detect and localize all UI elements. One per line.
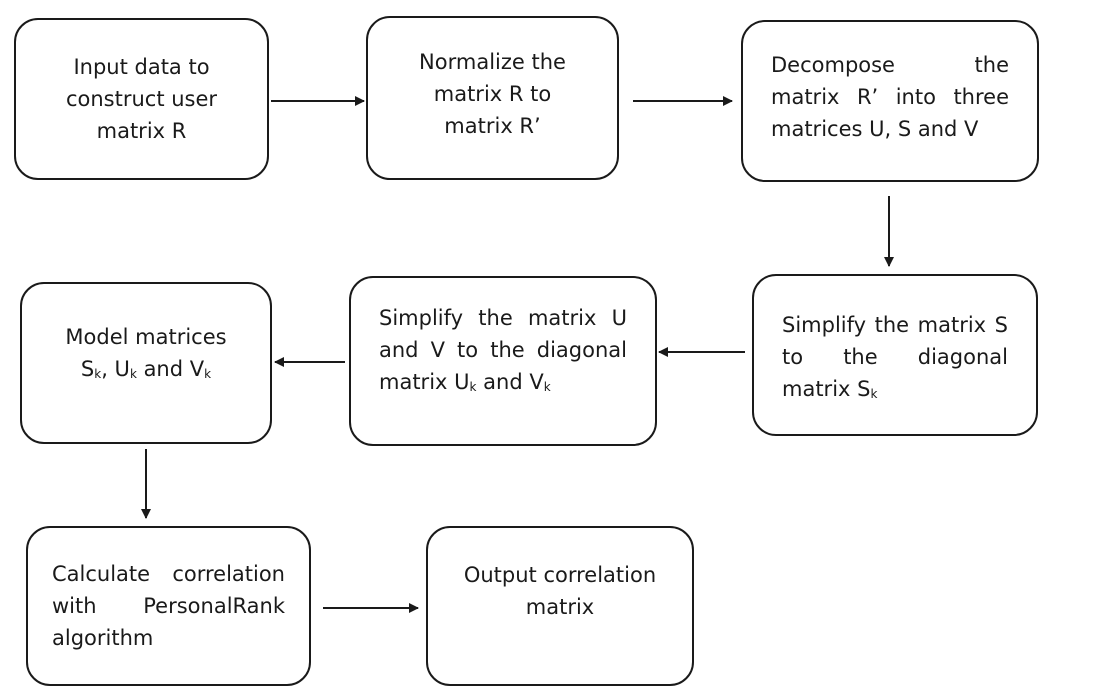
step-decompose-line: matrix R’ into three	[771, 85, 1009, 109]
step-normalize-line: Normalize the	[419, 50, 566, 74]
subscript-k: k	[543, 380, 551, 394]
step-output-correlation-text: Output correlation matrix	[450, 559, 670, 623]
label-text: matrix S	[782, 377, 871, 401]
label-sep: and V	[136, 357, 205, 381]
step-simplify-uv: Simplify the matrix U and V to the diago…	[349, 276, 657, 446]
step-model-matrices: Model matrices Sk, Uk and Vk	[20, 282, 272, 444]
step-output-correlation-line: Output correlation	[463, 563, 657, 587]
label-sep: , U	[101, 357, 130, 381]
step-decompose: Decompose the matrix R’ into three matri…	[741, 20, 1039, 182]
step-simplify-s-line: to the diagonal	[782, 345, 1008, 369]
subscript-k: k	[870, 387, 878, 401]
label-text: matrix U	[379, 370, 470, 394]
step-simplify-s: Simplify the matrix S to the diagonal ma…	[752, 274, 1038, 436]
subscript-k: k	[469, 380, 477, 394]
step-decompose-line: Decompose the	[771, 53, 1009, 77]
step-input-data: Input data to construct user matrix R	[14, 18, 269, 180]
step-input-data-line: construct user	[65, 87, 218, 111]
subscript-k: k	[94, 367, 102, 381]
step-normalize-text: Normalize the matrix R to matrix R’	[390, 46, 595, 142]
step-decompose-text: Decompose the matrix R’ into three matri…	[771, 49, 1009, 145]
step-calculate-correlation-text: Calculate correlation with PersonalRank …	[52, 558, 285, 654]
step-calculate-correlation-line: algorithm	[52, 626, 154, 650]
step-simplify-uv-line: and V to the diagonal	[379, 338, 627, 362]
step-input-data-text: Input data to construct user matrix R	[38, 51, 245, 147]
step-output-correlation: Output correlation matrix	[426, 526, 694, 686]
step-model-matrices-line: Sk, Uk and Vk	[44, 353, 248, 385]
step-normalize-line: matrix R’	[444, 114, 541, 138]
step-normalize-line: matrix R to	[433, 82, 552, 106]
step-output-correlation-line: matrix	[525, 595, 595, 619]
step-simplify-s-text: Simplify the matrix S to the diagonal ma…	[782, 309, 1008, 405]
step-decompose-line: matrices U, S and V	[771, 117, 979, 141]
step-simplify-s-line: matrix Sk	[782, 373, 1008, 405]
step-simplify-uv-line: matrix Uk and Vk	[379, 366, 627, 398]
label-text: and V	[476, 370, 544, 394]
step-calculate-correlation-line: Calculate correlation	[52, 562, 285, 586]
step-model-matrices-text: Model matrices Sk, Uk and Vk	[44, 321, 248, 385]
step-input-data-line: matrix R	[96, 119, 187, 143]
subscript-k: k	[204, 367, 212, 381]
step-simplify-s-line: Simplify the matrix S	[782, 313, 1008, 337]
step-calculate-correlation: Calculate correlation with PersonalRank …	[26, 526, 311, 686]
label-s: S	[80, 357, 95, 381]
step-input-data-line: Input data to	[73, 55, 210, 79]
subscript-k: k	[129, 367, 137, 381]
step-model-matrices-line: Model matrices	[65, 325, 227, 349]
step-simplify-uv-text: Simplify the matrix U and V to the diago…	[379, 302, 627, 398]
step-normalize: Normalize the matrix R to matrix R’	[366, 16, 619, 180]
step-simplify-uv-line: Simplify the matrix U	[379, 306, 627, 330]
step-calculate-correlation-line: with PersonalRank	[52, 594, 285, 618]
